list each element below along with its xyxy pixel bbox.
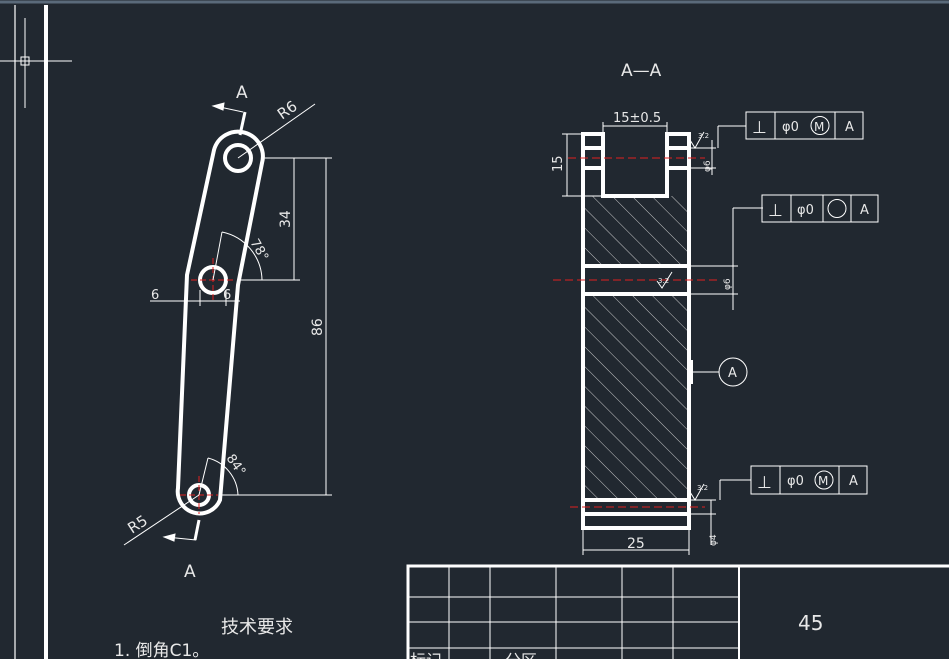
tolerance-datum: A bbox=[845, 120, 854, 135]
tech-requirement-note-1: 1. 倒角C1。 bbox=[114, 641, 209, 659]
hatch-lower bbox=[583, 294, 689, 500]
section-view bbox=[553, 132, 720, 530]
angle-78-label: 78° bbox=[247, 237, 272, 264]
hole-top bbox=[223, 143, 253, 173]
tolerance-value: φ0 bbox=[782, 120, 799, 135]
dia-bottom-label: φ4 bbox=[709, 534, 719, 546]
dim-86-label: 86 bbox=[310, 318, 326, 336]
angle-84-label: 84° bbox=[223, 452, 249, 479]
tolerance-frame-1: ⊥ φ0 M A bbox=[745, 111, 864, 140]
tolerance-value: φ0 bbox=[787, 474, 804, 489]
radius-bottom-label: R5 bbox=[124, 511, 151, 537]
dim-6-right-label: 6 bbox=[223, 288, 231, 303]
section-title: A—A bbox=[621, 61, 662, 81]
title-block-cut-text-2: 分区 bbox=[505, 651, 537, 659]
dim-6-left-label: 6 bbox=[151, 288, 159, 303]
dim-34-label: 34 bbox=[278, 210, 294, 228]
view-label-bottom: A bbox=[184, 562, 196, 582]
roughness-symbols bbox=[656, 131, 705, 501]
dim-width-top-label: 15±0.5 bbox=[613, 111, 661, 126]
mmc-modifier-icon: M bbox=[814, 120, 824, 134]
tolerance-frame-3: ⊥ φ0 M A bbox=[750, 465, 868, 495]
crosshair-cursor-icon bbox=[0, 18, 72, 108]
mmc-modifier-icon: M bbox=[818, 474, 828, 488]
section-arrow-bottom-icon bbox=[162, 519, 201, 542]
tolerance-datum: A bbox=[849, 474, 858, 489]
tolerance-frame-2: ⊥ φ0 A bbox=[761, 194, 879, 223]
tech-requirements-title: 技术要求 bbox=[221, 617, 293, 638]
perpendicular-icon: ⊥ bbox=[752, 118, 767, 138]
view-label-top: A bbox=[236, 83, 248, 103]
perpendicular-icon: ⊥ bbox=[757, 473, 772, 493]
dia-top-label: φ6 bbox=[703, 160, 713, 172]
link-dimensions bbox=[123, 103, 332, 546]
tolerance-value: φ0 bbox=[797, 203, 814, 218]
hatch-upper bbox=[583, 196, 689, 266]
roughness-label-mid: 3.2 bbox=[658, 277, 669, 285]
roughness-label-bottom: 3.2 bbox=[697, 484, 708, 492]
perpendicular-icon: ⊥ bbox=[768, 201, 783, 221]
radius-top-label: R6 bbox=[274, 97, 301, 123]
roughness-label-top: 3.2 bbox=[698, 132, 709, 140]
link-outline bbox=[175, 129, 265, 516]
datum-label: A bbox=[728, 366, 737, 381]
title-block bbox=[406, 564, 949, 659]
tolerance-datum: A bbox=[860, 203, 869, 218]
dim-height-15-label: 15 bbox=[551, 155, 566, 172]
section-dimensions bbox=[562, 122, 763, 555]
title-block-cut-text-1: 标记 bbox=[410, 651, 442, 659]
section-arrow-top-icon bbox=[211, 102, 247, 136]
dia-mid-label: φ6 bbox=[723, 278, 733, 290]
link-part-view bbox=[175, 129, 265, 516]
material-label: 45 bbox=[798, 611, 823, 635]
datum-circle-icon bbox=[718, 357, 748, 387]
dim-bottom-width-label: 25 bbox=[627, 536, 645, 552]
